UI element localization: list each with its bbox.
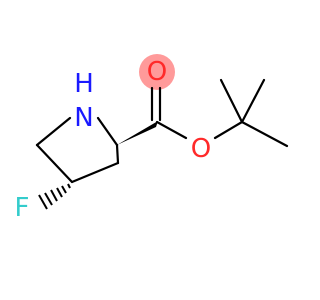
bond-cq-me2	[240, 78, 266, 124]
carbonyl-oxygen-highlight	[139, 54, 175, 90]
bond-c2-n	[96, 116, 119, 147]
hydrogen-label: H	[74, 69, 94, 99]
bond-carbonyl-ester-o	[155, 120, 188, 140]
carbonyl-oxygen-label: O	[147, 57, 167, 87]
bond-cq-me1	[219, 78, 244, 124]
molecule-drawing: H N O O F	[15, 54, 289, 223]
wedge-bond-c2-carbonyl	[117, 121, 158, 145]
bond-ester-o-cq	[213, 120, 244, 140]
bond-cq-me3	[240, 120, 289, 148]
fluorine-label: F	[15, 193, 30, 223]
structure-canvas: H N O O F	[15, 54, 289, 223]
bond-n-c5	[35, 116, 72, 147]
nitrogen-label: N	[74, 103, 93, 133]
bond-c3-c2	[115, 143, 120, 165]
bond-c4-c3	[70, 161, 120, 184]
bond-c5-c4	[35, 143, 74, 184]
ester-oxygen-label: O	[191, 134, 211, 164]
hashed-bond-c4-f	[38, 183, 71, 210]
